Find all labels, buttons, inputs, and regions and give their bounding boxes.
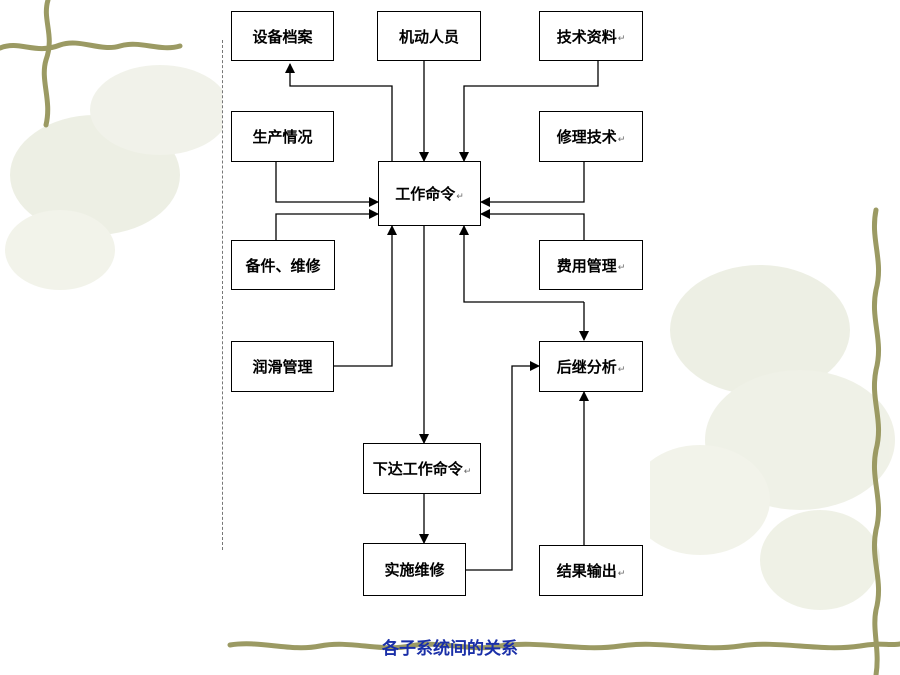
flower-watermark-icon (5, 65, 895, 610)
node-label: 生产情况 (252, 128, 313, 146)
node-repair-tech: 修理技术↵ (539, 111, 643, 162)
return-mark-icon: ↵ (617, 134, 626, 145)
return-mark-icon: ↵ (617, 263, 626, 273)
node-label: 修理技术 (556, 128, 617, 146)
node-label: 技术资料 (556, 27, 617, 46)
node-label: 实施维修 (384, 561, 445, 579)
node-label: 工作命令 (395, 185, 456, 203)
node-label: 结果输出 (556, 562, 617, 580)
node-follow-up: 后继分析↵ (539, 341, 643, 392)
node-label: 后继分析 (556, 358, 617, 376)
node-label: 机动人员 (398, 27, 459, 46)
panel-left-dashed-edge (222, 40, 223, 550)
diagram-panel (222, 0, 650, 604)
node-spare-parts: 备件、维修 (231, 240, 335, 290)
node-result-output: 结果输出↵ (539, 545, 643, 596)
node-tech-docs: 技术资料↵ (539, 11, 643, 61)
node-label: 设备档案 (252, 27, 313, 46)
node-work-order: 工作命令↵ (378, 161, 481, 226)
node-production: 生产情况 (231, 111, 334, 162)
return-mark-icon: ↵ (463, 466, 472, 477)
node-lubrication: 润滑管理 (231, 341, 334, 392)
return-mark-icon: ↵ (456, 191, 464, 202)
node-issue-order: 下达工作命令↵ (363, 443, 481, 494)
node-label: 备件、维修 (245, 256, 321, 275)
return-mark-icon: ↵ (617, 364, 626, 375)
node-implement: 实施维修 (363, 543, 466, 596)
diagram-caption: 各子系统间的关系 (382, 639, 518, 659)
return-mark-icon: ↵ (617, 568, 626, 579)
return-mark-icon: ↵ (617, 34, 626, 44)
node-mobile-staff: 机动人员 (377, 11, 481, 61)
node-label: 下达工作命令 (372, 460, 463, 478)
node-label: 费用管理 (556, 256, 617, 275)
node-cost-mgmt: 费用管理↵ (539, 240, 643, 290)
node-equipment-archive: 设备档案 (231, 11, 334, 61)
node-label: 润滑管理 (252, 358, 313, 376)
